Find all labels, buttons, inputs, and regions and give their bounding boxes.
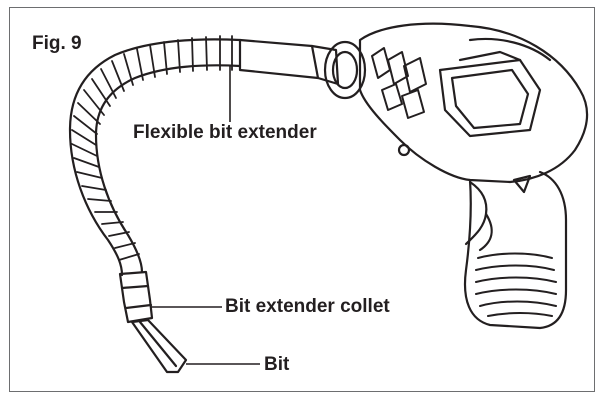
drill-body [358,22,589,184]
drill-chuck [323,40,367,100]
callout-bit-extender-collet: Bit extender collet [225,296,390,317]
collet-body [118,270,154,324]
callout-flexible-bit-extender: Flexible bit extender [133,122,317,143]
flex-shaft-outer [68,38,242,277]
shaft-connector [238,38,320,80]
triangle-mark [512,174,532,194]
drill-grip [475,252,557,317]
flex-shaft-inner [94,64,242,274]
body-screw [397,143,411,157]
callout-bit: Bit [264,354,290,375]
figure-label: Fig. 9 [32,33,82,54]
flex-shaft-segments [71,35,233,261]
drill-vents [371,47,427,119]
bit-shank [130,318,188,374]
drill-handle [464,170,568,330]
